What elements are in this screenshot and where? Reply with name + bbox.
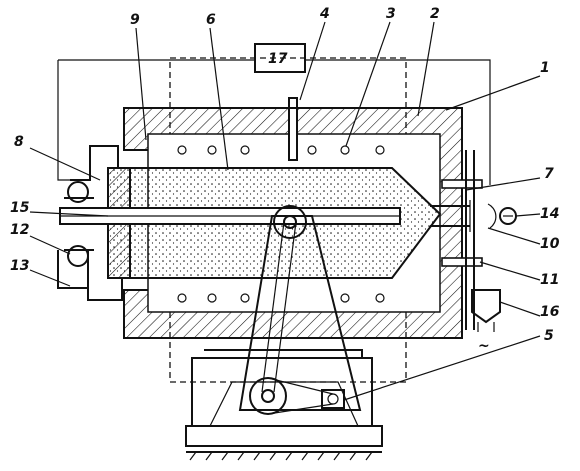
label-14: 14 (540, 206, 559, 222)
label-15: 15 (10, 200, 30, 216)
label-12: 12 (10, 222, 29, 238)
label-9: 9 (130, 12, 140, 28)
label-7: 7 (544, 166, 554, 182)
label-2: 2 (430, 6, 440, 22)
left-seals (57, 145, 123, 301)
label-1: 1 (540, 60, 550, 76)
heating-coils (177, 145, 385, 303)
label-5: 5 (544, 328, 554, 344)
support-stand (185, 205, 383, 461)
label-3: 3 (386, 6, 396, 22)
label-4: 4 (319, 6, 330, 22)
label-11: 11 (540, 272, 559, 288)
label-17: 17 (268, 51, 288, 67)
rotation-indicator (487, 203, 517, 229)
label-6: 6 (206, 12, 216, 28)
label-8: 8 (14, 134, 24, 150)
label-10: 10 (540, 236, 560, 252)
thermocouple (282, 97, 304, 161)
label-13: 13 (10, 258, 29, 274)
power-symbol: ~ (478, 338, 490, 354)
leader-lines (29, 21, 541, 401)
label-16: 16 (540, 304, 560, 320)
